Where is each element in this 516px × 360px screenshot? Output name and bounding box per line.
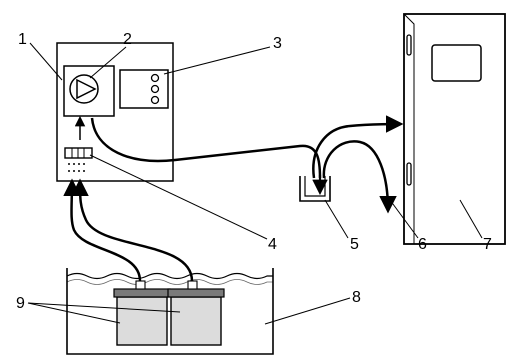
control-box [119, 69, 169, 109]
label-8: 8 [352, 289, 361, 306]
indicator-lights [150, 73, 160, 105]
label-5: 5 [350, 236, 359, 253]
pump-icon [69, 74, 99, 104]
sampler-unit [56, 42, 174, 182]
sample-bottle-right [167, 280, 225, 346]
refrigerated-cabinet [403, 13, 506, 245]
hose-to-cabinet [312, 115, 404, 179]
leader-lines [27, 42, 483, 325]
bottle-hose-right [71, 178, 194, 282]
drain-hose [322, 140, 397, 214]
label-9: 9 [16, 295, 25, 312]
label-3: 3 [273, 35, 282, 52]
distribution-valve [64, 147, 93, 172]
bottle-hose-left [63, 178, 142, 282]
hinge-bottom [406, 162, 412, 186]
label-4: 4 [268, 236, 277, 253]
hinge-top [406, 34, 412, 56]
label-6: 6 [418, 236, 427, 253]
sample-bottle-left [113, 280, 171, 346]
label-1: 1 [18, 31, 27, 48]
display-window [431, 44, 482, 82]
label-7: 7 [483, 236, 492, 253]
overflow-vessel [299, 175, 331, 202]
sample-hose [90, 117, 322, 179]
label-2: 2 [123, 31, 132, 48]
